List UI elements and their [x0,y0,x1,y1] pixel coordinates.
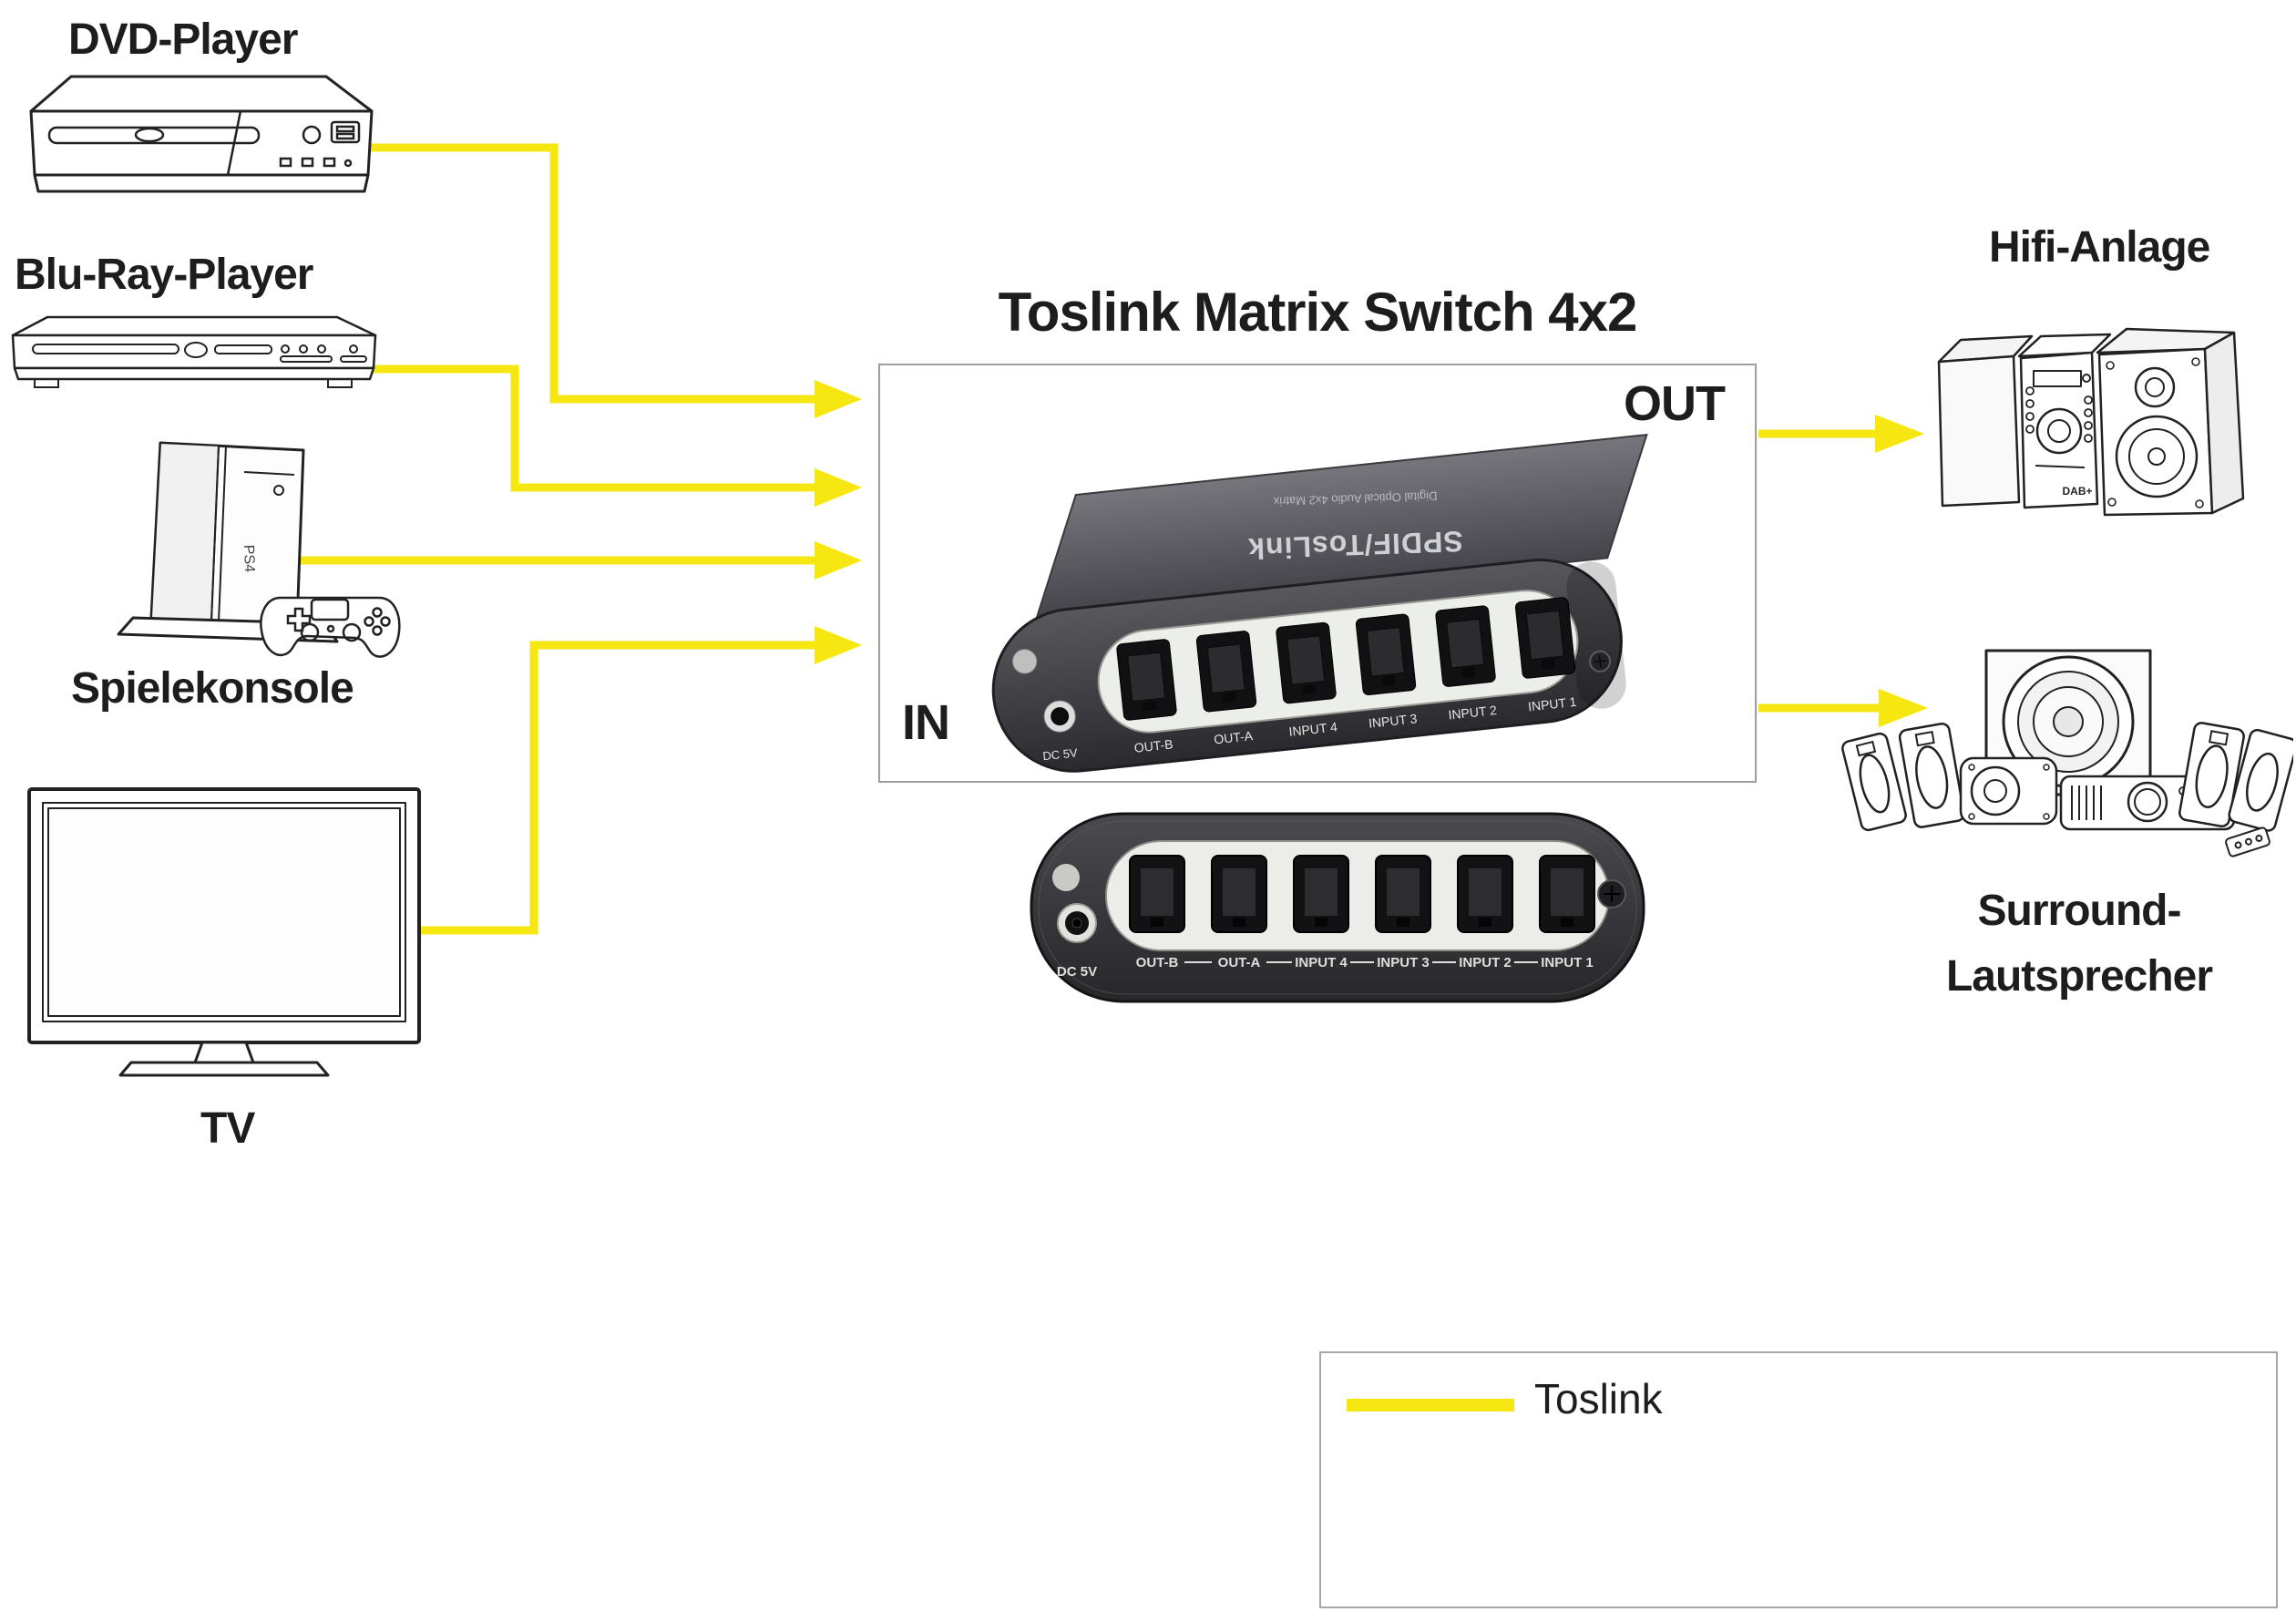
svg-text:INPUT 3: INPUT 3 [1377,955,1430,970]
diagram-title: Toslink Matrix Switch 4x2 [998,282,1638,343]
dvd-player-label: DVD-Player [68,15,298,64]
rear-logo-dot-icon [1052,864,1080,891]
switch-device-rear-photo: OUT-B OUT-A INPUT 4 INPUT 3 INPUT 2 INPU… [1030,812,1645,1003]
arrowhead-dvd-icon [815,380,862,418]
bluray-front-details [32,342,367,388]
console-label: Spielekonsole [71,664,354,713]
dvd-player-illustration [29,75,374,193]
toslink-color-swatch-icon [1347,1399,1514,1412]
svg-text:OUT-B: OUT-B [1133,736,1174,755]
in-label: IN [902,695,950,750]
switch-device-angled-photo: Digital Optical Audio 4x2 Matrix SPDIF/T… [991,433,1648,773]
rear-screw-icon [1597,879,1626,909]
arrowhead-console-icon [815,541,862,580]
arrowhead-hifi-icon [1875,415,1924,453]
cable-tv [408,641,816,935]
bluray-player-label: Blu-Ray-Player [15,251,313,299]
rear-body-rim [1038,820,1637,995]
surround-remote [2225,826,2270,857]
svg-text:INPUT 4: INPUT 4 [1295,955,1348,970]
svg-text:INPUT 1: INPUT 1 [1541,955,1594,970]
svg-text:OUT-A: OUT-A [1214,728,1255,746]
svg-text:Digital Optical Audio 4x2 Matr: Digital Optical Audio 4x2 Matrix [1273,489,1438,508]
switch-dc-jack-angled: DC 5V [1042,700,1079,763]
svg-text:INPUT 2: INPUT 2 [1448,703,1498,723]
console-badge: PS4 [241,545,257,573]
svg-text:DC 5V: DC 5V [1057,964,1097,980]
tv-body [27,787,421,1077]
tv-label: TV [200,1104,255,1153]
surround-subwoofer [1984,649,2152,796]
console-controller [260,596,401,658]
switch-top-face [1035,433,1648,620]
game-console-illustration: PS4 [117,441,401,658]
surround-label: Surround- Lautsprecher [1906,878,2252,1010]
switch-box-frame [878,364,1757,783]
switch-brand-text: Digital Optical Audio 4x2 Matrix SPDIF/T… [1247,489,1464,566]
svg-text:OUT-B: OUT-B [1136,955,1179,970]
legend-toslink-swatch [1347,1399,1514,1412]
surround-label-line2: Lautsprecher [1945,952,2213,1001]
bluray-body [11,315,377,381]
surround-label-line1: Surround- [1977,887,2182,935]
legend-box [1319,1351,2278,1608]
legend-toslink-label: Toslink [1534,1375,1663,1422]
rear-ports [1129,855,1595,933]
svg-text:INPUT 3: INPUT 3 [1368,711,1418,731]
rear-port-labels: OUT-B OUT-A INPUT 4 INPUT 3 INPUT 2 INPU… [1136,955,1594,970]
surround-speakers-illustration [1841,649,2293,857]
hifi-left-speaker [1937,334,2034,508]
surround-center-speaker [1959,756,2058,826]
surround-right-satellites [2178,722,2293,832]
surround-left-satellites [1841,722,1965,832]
rear-dc-jack: DC 5V [1057,903,1097,980]
svg-text:INPUT 2: INPUT 2 [1459,955,1512,970]
dvd-front-details [47,110,361,176]
svg-text:SPDIF/TosLink: SPDIF/TosLink [1247,525,1464,565]
arrowhead-tv-icon [815,626,862,664]
hifi-badge: DAB+ [2062,485,2092,498]
cable-bluray [364,364,816,492]
svg-text:OUT-A: OUT-A [1218,955,1261,970]
switch-right-end-shade [1566,561,1626,709]
switch-screw-icon [1589,650,1612,672]
svg-text:INPUT 4: INPUT 4 [1288,719,1338,739]
switch-logo-dot-icon [1012,649,1038,674]
hifi-label: Hifi-Anlage [1989,223,2210,272]
cable-dvd [361,143,816,404]
tv-illustration [27,787,421,1077]
out-label: OUT [1624,376,1726,431]
hifi-system-illustration: DAB+ [1937,327,2245,517]
arrowhead-surround-icon [1879,689,1928,727]
switch-ports-angled [1116,597,1576,721]
arrowhead-bluray-icon [815,468,862,507]
bluray-player-illustration [11,315,377,388]
hifi-center-unit [2017,333,2112,509]
svg-text:DC 5V: DC 5V [1042,745,1079,763]
svg-text:INPUT 1: INPUT 1 [1527,694,1577,714]
hifi-right-speaker [2096,327,2245,517]
switch-port-labels-angled: OUT-B OUT-A INPUT 4 INPUT 3 INPUT 2 INPU… [1133,694,1577,755]
